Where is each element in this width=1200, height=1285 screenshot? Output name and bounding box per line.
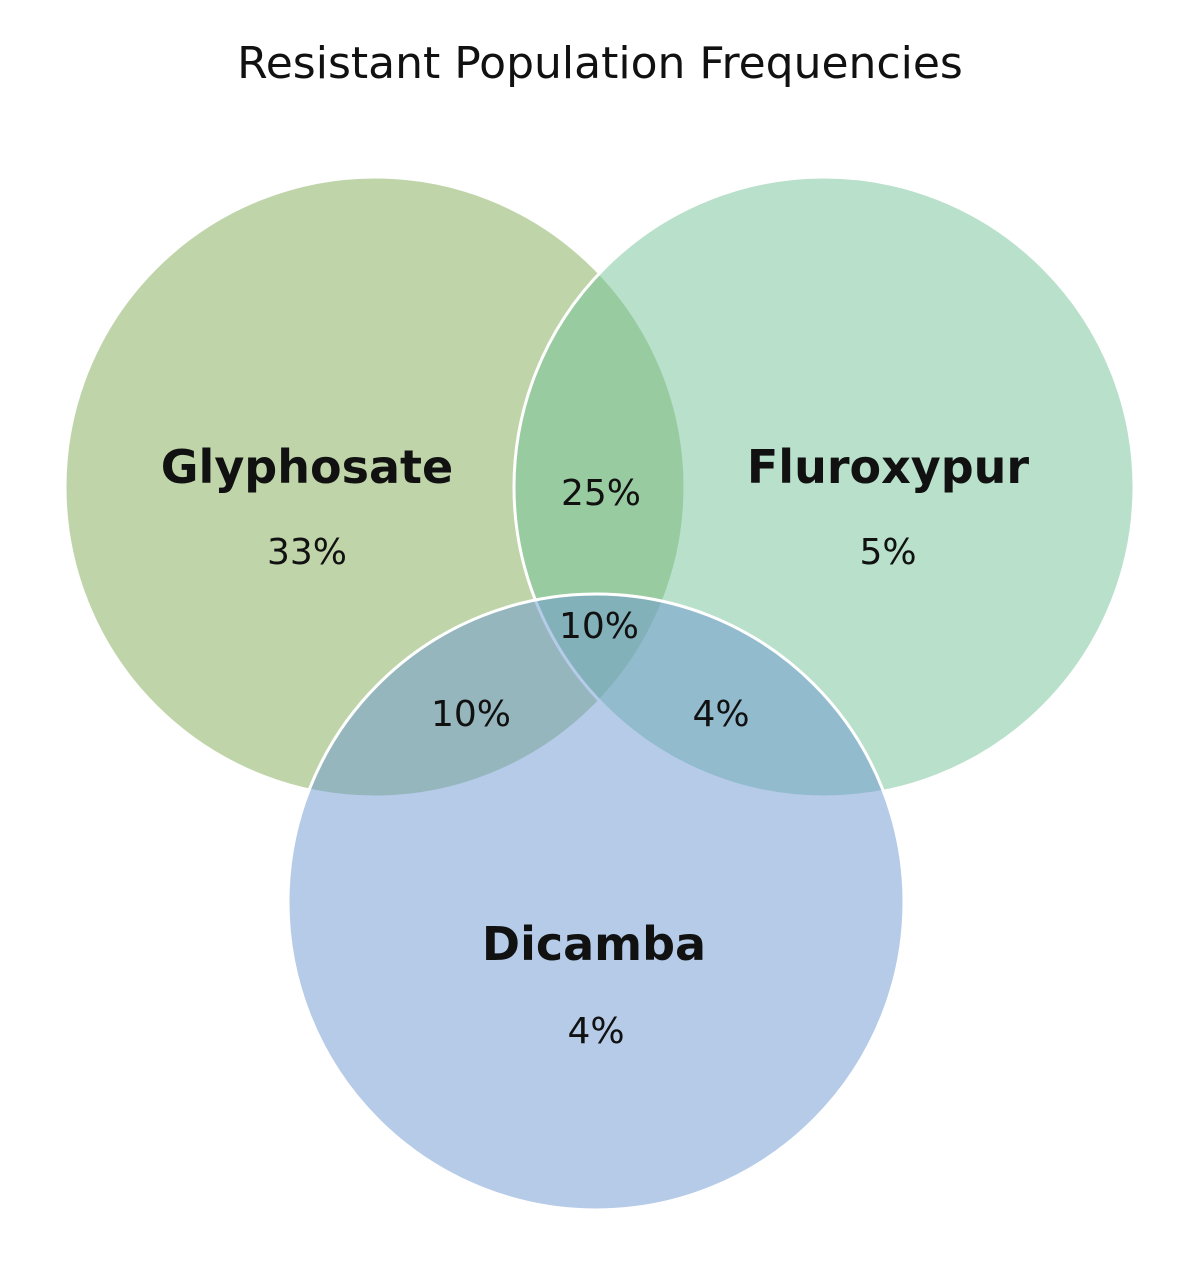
value-glyphosate-only: 33% (267, 532, 347, 573)
value-dicamba-only: 4% (567, 1011, 624, 1052)
circle-dicamba (286, 592, 906, 1212)
label-dicamba: Dicamba (482, 917, 706, 971)
chart-title: Resistant Population Frequencies (237, 38, 963, 89)
value-fluroxypur-dicamba: 4% (692, 694, 749, 735)
value-glyphosate-dicamba: 10% (431, 694, 511, 735)
label-glyphosate: Glyphosate (161, 440, 453, 494)
value-fluroxypur-only: 5% (859, 532, 916, 573)
value-all-three: 10% (559, 606, 639, 647)
value-glyphosate-fluroxypur: 25% (561, 473, 641, 514)
label-fluroxypur: Fluroxypur (747, 440, 1030, 494)
